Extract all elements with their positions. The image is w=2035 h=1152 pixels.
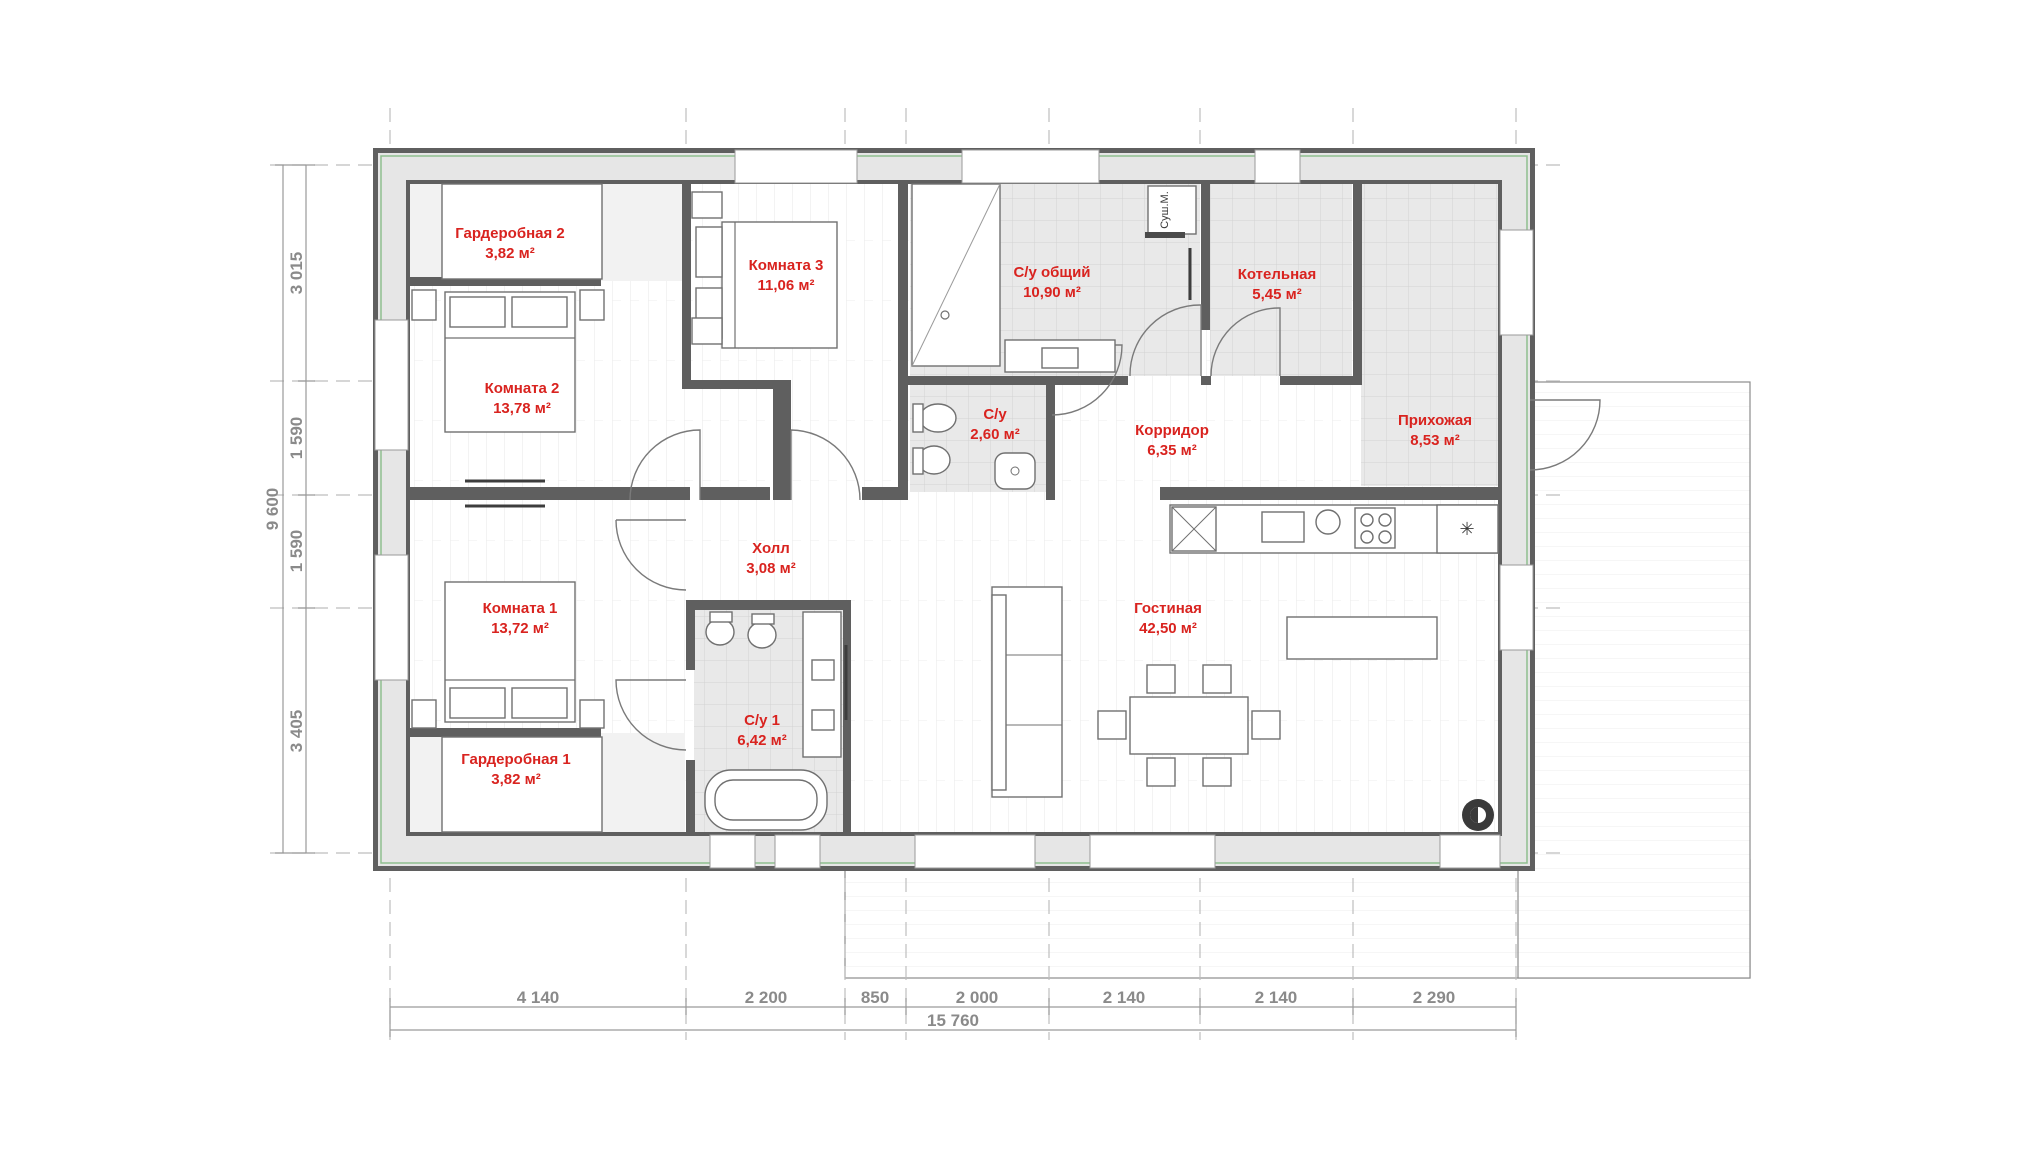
terrace <box>844 381 1751 979</box>
room-area-room1: 13,72 м² <box>491 620 549 637</box>
room-label-wc: С/у <box>983 406 1007 423</box>
dim-h-1: 4 140 <box>517 988 560 1007</box>
room-label-wardrobe2: Гардеробная 2 <box>455 225 565 242</box>
room-area-corridor: 6,35 м² <box>1147 442 1196 459</box>
dim-h-3: 850 <box>861 988 889 1007</box>
room-area-entrance: 8,53 м² <box>1410 432 1459 449</box>
room-label-hall: Холл <box>752 540 790 557</box>
dim-h-4: 2 000 <box>956 988 999 1007</box>
room-area-hall: 3,08 м² <box>746 560 795 577</box>
room-label-bath-common: С/у общий <box>1013 264 1090 281</box>
room-area-wardrobe1: 3,82 м² <box>491 771 540 788</box>
room-label-corridor: Корридор <box>1135 422 1209 439</box>
dim-v-4: 3 405 <box>287 710 306 753</box>
room-label-bath1: С/у 1 <box>744 712 780 729</box>
room-label-room1: Комната 1 <box>483 600 558 617</box>
room-area-bath-common: 10,90 м² <box>1023 284 1081 301</box>
dryer-label: Суш.М. <box>1159 191 1171 229</box>
dim-v-3: 1 590 <box>287 530 306 573</box>
room-area-living: 42,50 м² <box>1139 620 1197 637</box>
dim-total-height: 9 600 <box>263 488 282 531</box>
room-area-wardrobe2: 3,82 м² <box>485 245 534 262</box>
dim-h-6: 2 140 <box>1255 988 1298 1007</box>
room-area-room3: 11,06 м² <box>758 277 815 294</box>
windows <box>374 149 1534 869</box>
room-label-room2: Комната 2 <box>485 380 560 397</box>
vertical-dimensions: 3 015 1 590 1 590 3 405 9 600 <box>263 164 315 854</box>
dim-h-5: 2 140 <box>1103 988 1146 1007</box>
dim-v-1: 3 015 <box>287 252 306 295</box>
room-area-wc: 2,60 м² <box>970 426 1019 443</box>
furniture <box>411 183 1499 833</box>
room-label-entrance: Прихожая <box>1398 412 1472 429</box>
room-labels: Гардеробная 2 3,82 м² Комната 3 11,06 м²… <box>455 225 1472 788</box>
dim-total-width: 15 760 <box>927 1011 979 1030</box>
doors <box>465 248 1601 751</box>
snowflake-icon: ✳ <box>1459 519 1474 540</box>
dim-h-2: 2 200 <box>745 988 788 1007</box>
room-label-wardrobe1: Гардеробная 1 <box>461 751 571 768</box>
room-label-living: Гостиная <box>1134 600 1202 617</box>
room-area-bath1: 6,42 м² <box>737 732 786 749</box>
room-label-boiler: Котельная <box>1238 266 1317 283</box>
room-area-room2: 13,78 м² <box>493 400 551 417</box>
room-area-boiler: 5,45 м² <box>1252 286 1301 303</box>
horizontal-dimensions: 4 140 2 200 850 2 000 2 140 2 140 2 290 … <box>389 988 1517 1037</box>
dim-v-2: 1 590 <box>287 417 306 460</box>
dim-h-7: 2 290 <box>1413 988 1456 1007</box>
room-label-room3: Комната 3 <box>749 257 824 274</box>
